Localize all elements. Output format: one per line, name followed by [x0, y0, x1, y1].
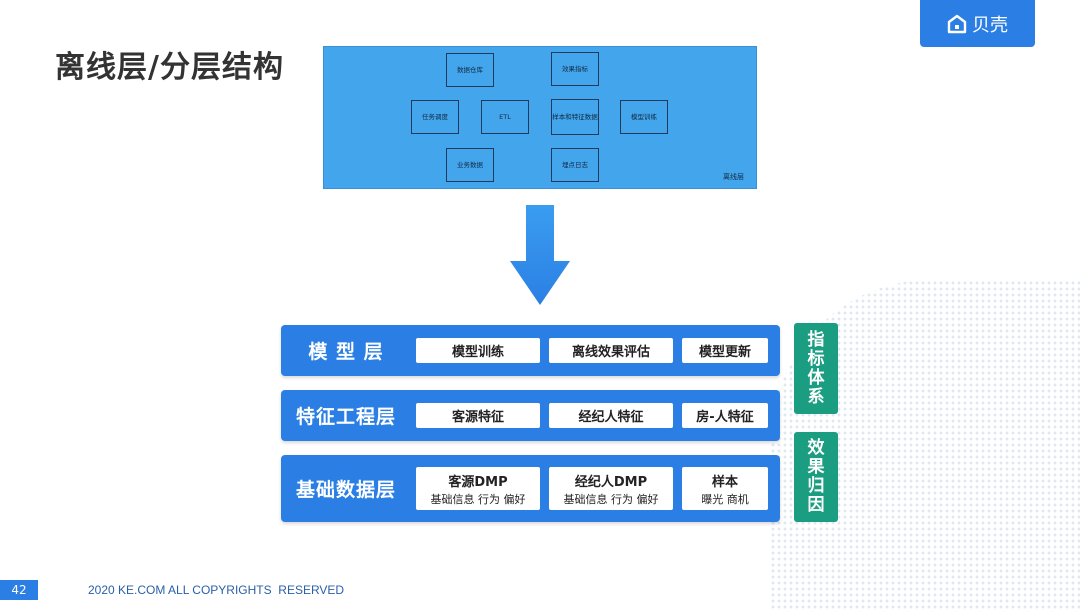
base-data-layer: 基础数据层 客源DMP 基础信息 行为 偏好 经纪人DMP 基础信息 行为 偏好…	[281, 455, 780, 522]
offline-layer-diagram: 数据仓库 效果指标 任务调度 ETL 样本和特征数据 模型训练 业务数据 埋点日…	[323, 46, 757, 189]
chip-agent-features: 经纪人特征	[549, 403, 673, 428]
chip-title: 客源DMP	[448, 474, 508, 490]
side-char: 标	[807, 348, 825, 369]
chip-client-dmp: 客源DMP 基础信息 行为 偏好	[416, 467, 540, 510]
chip-agent-dmp: 经纪人DMP 基础信息 行为 偏好	[549, 467, 673, 510]
brand-name: 贝壳	[972, 14, 1008, 36]
side-char: 因	[807, 495, 825, 515]
offline-box-samples-features: 样本和特征数据	[551, 99, 599, 135]
chip-client-features: 客源特征	[416, 403, 540, 428]
feature-layer-name: 特征工程层	[295, 406, 396, 428]
copyright-text: 2020 KE.COM ALL COPYRIGHTS RESERVED	[88, 583, 345, 597]
chip-model-training: 模型训练	[416, 338, 540, 363]
chip-subtitle: 基础信息 行为 偏好	[563, 492, 659, 506]
side-char: 体	[807, 367, 825, 388]
offline-box-business-data: 业务数据	[446, 148, 494, 182]
effect-attribution-bar: 效 果 归 因	[794, 432, 838, 522]
chip-title: 经纪人DMP	[574, 474, 648, 490]
chip-samples: 样本 曝光 商机	[682, 467, 768, 510]
chip-title: 样本	[711, 474, 738, 490]
side-char: 果	[807, 457, 825, 477]
side-char: 效	[807, 438, 825, 458]
side-char: 归	[807, 476, 825, 496]
page-title: 离线层/分层结构	[55, 50, 284, 85]
down-arrow-icon	[510, 205, 570, 305]
chip-house-person-features: 房-人特征	[682, 403, 768, 428]
base-layer-name: 基础数据层	[295, 479, 396, 501]
chip-subtitle: 曝光 商机	[701, 492, 749, 506]
offline-box-etl: ETL	[481, 100, 529, 134]
chip-offline-evaluation: 离线效果评估	[549, 338, 673, 363]
offline-layer-label: 离线层	[723, 173, 744, 181]
offline-box-tracking-logs: 埋点日志	[551, 148, 599, 182]
metrics-system-bar: 指 标 体 系	[794, 323, 838, 414]
side-char: 系	[807, 386, 825, 407]
offline-box-task-scheduling: 任务调度	[411, 100, 459, 134]
offline-box-model-training: 模型训练	[620, 100, 668, 134]
side-char: 指	[807, 329, 825, 350]
page-number: 42	[0, 580, 38, 600]
chip-model-update: 模型更新	[682, 338, 768, 363]
house-icon	[947, 14, 967, 33]
offline-box-data-warehouse: 数据仓库	[446, 53, 494, 87]
model-layer: 模 型 层 模型训练 离线效果评估 模型更新	[281, 325, 780, 376]
offline-box-effect-metrics: 效果指标	[551, 52, 599, 86]
model-layer-name: 模 型 层	[308, 341, 384, 363]
feature-engineering-layer: 特征工程层 客源特征 经纪人特征 房-人特征	[281, 390, 780, 441]
chip-subtitle: 基础信息 行为 偏好	[430, 492, 526, 506]
brand-logo: 贝壳	[920, 0, 1035, 47]
